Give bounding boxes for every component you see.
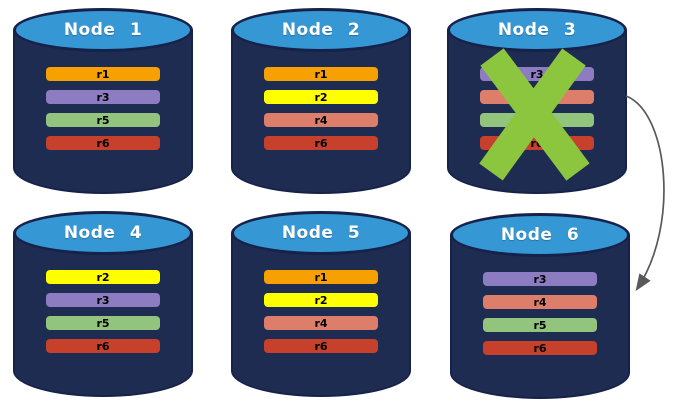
node-4-row-r3: r3 (46, 293, 160, 307)
node-4-title: Node 4 (63, 223, 143, 243)
node-3-title: Node 3 (497, 20, 577, 40)
node-5-cylinder-top: Node 5 (231, 211, 411, 255)
replica-label: r6 (96, 339, 110, 353)
replica-label: r3 (96, 293, 110, 307)
node-6-row-r4: r4 (483, 295, 597, 309)
node-1-row-r3: r3 (46, 90, 160, 104)
replica-label: r6 (314, 136, 328, 150)
node-2-row-r6: r6 (264, 136, 378, 150)
replica-label: r5 (96, 316, 110, 330)
node-1-row-r5: r5 (46, 113, 160, 127)
failover-arrow (625, 95, 665, 292)
node-6-title: Node 6 (500, 225, 580, 245)
node-5-row-r1: r1 (264, 270, 378, 284)
node-4: Node 4 r2 r3 r5 r6 (13, 211, 193, 397)
replica-label: r4 (314, 113, 328, 127)
replica-label: r1 (314, 67, 328, 81)
node-4-cylinder-body (13, 233, 193, 397)
replica-label: r4 (530, 90, 544, 104)
node-2-title: Node 2 (281, 20, 361, 40)
node-4-cylinder-top: Node 4 (13, 211, 193, 255)
replica-label: r2 (96, 270, 110, 284)
node-5-row-r4: r4 (264, 316, 378, 330)
node-6-cylinder-body (450, 235, 630, 399)
replica-label: r4 (533, 295, 547, 309)
node-1-cylinder-body (13, 30, 193, 194)
node-6-row-r3: r3 (483, 272, 597, 286)
replica-label: r5 (96, 113, 110, 127)
node-1-row-r1: r1 (46, 67, 160, 81)
node-5-cylinder-body (231, 233, 411, 397)
node-2-cylinder-top: Node 2 (231, 8, 411, 52)
replica-label: r2 (314, 293, 328, 307)
node-5-row-r6: r6 (264, 339, 378, 353)
node-2-row-r2: r2 (264, 90, 378, 104)
node-3-cylinder-body (447, 30, 627, 194)
replica-label: r1 (314, 270, 328, 284)
node-6-cylinder-top: Node 6 (450, 213, 630, 257)
node-2: Node 2 r1 r2 r4 r6 (231, 8, 411, 194)
node-5-title: Node 5 (281, 223, 361, 243)
node-1: Node 1 r1 r3 r5 r6 (13, 8, 193, 194)
replica-label: r5 (533, 318, 547, 332)
node-2-row-r4: r4 (264, 113, 378, 127)
replica-label: r1 (96, 67, 110, 81)
node-5-row-r2: r2 (264, 293, 378, 307)
node-6-row-r5: r5 (483, 318, 597, 332)
node-4-row-r5: r5 (46, 316, 160, 330)
node-6-row-r6: r6 (483, 341, 597, 355)
node-2-cylinder-body (231, 30, 411, 194)
node-6: Node 6 r3 r4 r5 r6 (450, 213, 630, 399)
replica-label: r3 (96, 90, 110, 104)
replica-label: r6 (530, 136, 544, 150)
node-3-row-r6: r6 (480, 136, 594, 150)
node-3-row-r5: r5 (480, 113, 594, 127)
replica-label: r2 (314, 90, 328, 104)
node-1-row-r6: r6 (46, 136, 160, 150)
node-3: Node 3 r3 r4 r5 r6 (447, 8, 627, 194)
node-1-title: Node 1 (63, 20, 143, 40)
replica-label: r6 (96, 136, 110, 150)
node-4-row-r2: r2 (46, 270, 160, 284)
node-4-row-r6: r6 (46, 339, 160, 353)
node-1-cylinder-top: Node 1 (13, 8, 193, 52)
node-2-row-r1: r1 (264, 67, 378, 81)
node-3-row-r3: r3 (480, 67, 594, 81)
replica-label: r3 (533, 272, 547, 286)
node-3-row-r4: r4 (480, 90, 594, 104)
replica-label: r6 (533, 341, 547, 355)
replica-label: r6 (314, 339, 328, 353)
replica-label: r3 (530, 67, 544, 81)
node-3-cylinder-top: Node 3 (447, 8, 627, 52)
replica-label: r4 (314, 316, 328, 330)
replica-label: r5 (530, 113, 544, 127)
node-5: Node 5 r1 r2 r4 r6 (231, 211, 411, 397)
